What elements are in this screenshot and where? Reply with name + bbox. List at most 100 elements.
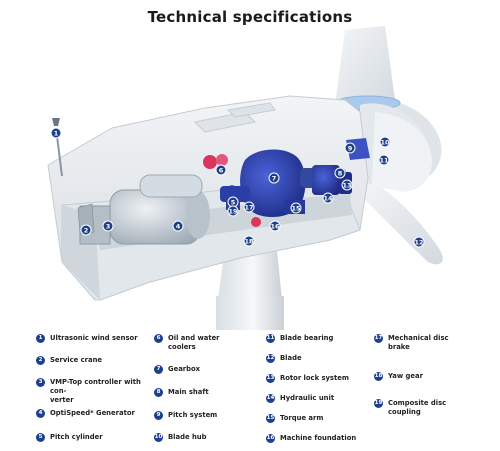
marker-11: 11 <box>378 154 390 166</box>
svg-text:13: 13 <box>342 182 351 190</box>
svg-text:9: 9 <box>348 145 353 153</box>
marker-18: 18 <box>243 235 255 247</box>
marker-7: 7 <box>268 172 280 184</box>
legend-label: Rotor lock system <box>280 374 349 382</box>
legend-number: 6 <box>154 334 163 343</box>
svg-text:10: 10 <box>380 139 390 147</box>
svg-text:14: 14 <box>323 195 333 203</box>
svg-text:12: 12 <box>414 239 423 247</box>
legend-label: Service crane <box>50 356 103 364</box>
legend-number: 13 <box>266 374 275 383</box>
legend-label: Pitch cylinder <box>50 433 103 441</box>
legend-label: Main shaft <box>168 388 209 396</box>
legend-item-18: 18 Yaw gear <box>374 372 423 381</box>
marker-8: 8 <box>334 167 346 179</box>
svg-text:3: 3 <box>106 223 111 231</box>
legend-label: Torque arm <box>280 414 324 422</box>
legend-number: 9 <box>154 411 163 420</box>
legend-item-7: 7 Gearbox <box>154 365 200 374</box>
legend-item-11: 11 Blade bearing <box>266 334 333 343</box>
legend-label: Mechanical disc brake <box>388 334 449 351</box>
legend-number: 5 <box>36 433 45 442</box>
legend-label: Hydraulic unit <box>280 394 335 402</box>
legend-item-10: 10 Blade hub <box>154 433 206 442</box>
legend-item-12: 12 Blade <box>266 354 302 363</box>
marker-2: 2 <box>80 224 92 236</box>
legend-item-1: 1 Ultrasonic wind sensor <box>36 334 138 343</box>
legend-item-9: 9 Pitch system <box>154 411 217 420</box>
component-legend: 1 Ultrasonic wind sensor 2 Service crane… <box>0 326 500 451</box>
legend-item-14: 14 Hydraulic unit <box>266 394 334 403</box>
legend-item-5: 5 Pitch cylinder <box>36 433 103 442</box>
legend-item-16: 16 Machine foundation <box>266 434 356 443</box>
legend-item-17: 17 Mechanical disc brake <box>374 334 449 352</box>
marker-15: 15 <box>290 202 302 214</box>
legend-item-15: 15 Torque arm <box>266 414 323 423</box>
hydraulic-unit <box>312 165 340 195</box>
svg-text:4: 4 <box>176 223 181 231</box>
legend-number: 7 <box>154 365 163 374</box>
spinner-front <box>372 112 432 192</box>
legend-number: 14 <box>266 394 275 403</box>
legend-number: 1 <box>36 334 45 343</box>
legend-item-13: 13 Rotor lock system <box>266 374 349 383</box>
legend-label: Blade <box>280 354 302 362</box>
legend-number: 18 <box>374 372 383 381</box>
marker-4: 4 <box>172 220 184 232</box>
legend-label: OptiSpeed* Generator <box>50 409 135 417</box>
legend-item-3: 3 VMP-Top controller with con- verter <box>36 378 146 405</box>
legend-label: Ultrasonic wind sensor <box>50 334 138 342</box>
legend-number: 4 <box>36 409 45 418</box>
svg-text:5: 5 <box>231 199 236 207</box>
legend-label: Composite disc coupling <box>388 399 447 416</box>
svg-text:6: 6 <box>219 167 224 175</box>
svg-text:19: 19 <box>228 208 238 216</box>
marker-9: 9 <box>344 142 356 154</box>
legend-label: Oil and water coolers <box>168 334 220 351</box>
gearbox-shaft <box>220 186 250 202</box>
marker-3: 3 <box>102 220 114 232</box>
legend-number: 16 <box>266 434 275 443</box>
marker-13: 13 <box>341 179 353 191</box>
legend-label: Machine foundation <box>280 434 357 442</box>
blade-lower <box>360 180 443 265</box>
legend-label: Pitch system <box>168 411 218 419</box>
legend-number: 2 <box>36 356 45 365</box>
marker-14: 14 <box>322 192 334 204</box>
marker-16: 16 <box>269 220 281 232</box>
legend-item-8: 8 Main shaft <box>154 388 209 397</box>
svg-text:15: 15 <box>291 205 301 213</box>
blade-upper <box>335 26 395 105</box>
svg-text:2: 2 <box>84 227 89 235</box>
wind-sensor <box>52 118 60 126</box>
legend-number: 12 <box>266 354 275 363</box>
legend-number: 10 <box>154 433 163 442</box>
legend-label: VMP-Top controller with con- verter <box>50 378 141 404</box>
legend-number: 3 <box>36 378 45 387</box>
legend-number: 19 <box>374 399 383 408</box>
legend-label: Blade bearing <box>280 334 334 342</box>
roof-hatch <box>193 111 257 133</box>
legend-item-6: 6 Oil and water coolers <box>154 334 220 352</box>
svg-text:18: 18 <box>244 238 254 246</box>
marker-6: 6 <box>215 164 227 176</box>
generator-end <box>186 191 210 239</box>
marker-10: 10 <box>379 136 391 148</box>
marker-1: 1 <box>50 127 62 139</box>
svg-text:17: 17 <box>244 204 253 212</box>
legend-label: Yaw gear <box>388 372 423 380</box>
legend-label: Blade hub <box>168 433 207 441</box>
legend-label: Gearbox <box>168 365 201 373</box>
svg-text:7: 7 <box>272 175 277 183</box>
svg-text:8: 8 <box>338 170 343 178</box>
legend-number: 15 <box>266 414 275 423</box>
wind-turbine-nacelle-illustration: 1 2 3 4 5 6 7 8 9 10 11 12 13 14 15 16 1… <box>47 26 443 330</box>
legend-item-4: 4 OptiSpeed* Generator <box>36 409 135 418</box>
svg-text:16: 16 <box>270 223 280 231</box>
legend-item-2: 2 Service crane <box>36 356 102 365</box>
roof-hatch-2 <box>226 102 276 118</box>
svg-text:11: 11 <box>379 157 389 165</box>
marker-19: 19 <box>227 205 239 217</box>
legend-number: 17 <box>374 334 383 343</box>
generator-cooler <box>139 174 203 198</box>
